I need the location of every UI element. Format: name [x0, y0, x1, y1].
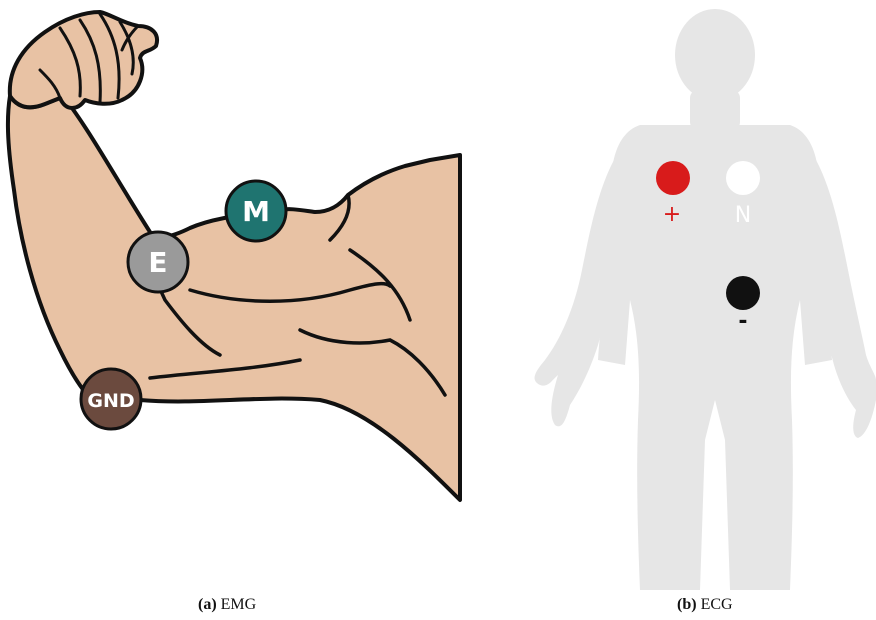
silhouette-torso: [598, 125, 832, 590]
caption-b-tag: (b): [677, 596, 697, 613]
caption-b-text: ECG: [701, 596, 733, 613]
body-silhouette: [535, 9, 876, 590]
electrode-gnd: GND: [81, 369, 141, 429]
ecg-electrode-positive-label: +: [663, 202, 681, 227]
ecg-electrode-negative-disc: [726, 276, 760, 310]
silhouette-right-arm: [812, 160, 876, 438]
caption-a: (a) EMG: [198, 596, 256, 614]
silhouette-left-arm: [535, 160, 618, 426]
ecg-electrode-negative-label: -: [738, 309, 747, 334]
caption-b: (b) ECG: [677, 596, 733, 614]
silhouette-neck: [690, 90, 740, 130]
electrode-gnd-label: GND: [87, 390, 134, 412]
caption-a-text: EMG: [221, 596, 257, 613]
ecg-electrode-neutral-disc: [726, 161, 760, 195]
ecg-electrode-positive-disc: [656, 161, 690, 195]
silhouette-head: [675, 9, 755, 101]
arm-illustration: M E GND: [8, 12, 460, 500]
electrode-m: M: [226, 181, 286, 241]
ecg-electrode-neutral-label: N: [735, 203, 751, 228]
electrode-m-label: M: [242, 195, 270, 228]
caption-a-tag: (a): [198, 596, 217, 613]
electrode-e-label: E: [148, 246, 167, 279]
electrode-e: E: [128, 232, 188, 292]
